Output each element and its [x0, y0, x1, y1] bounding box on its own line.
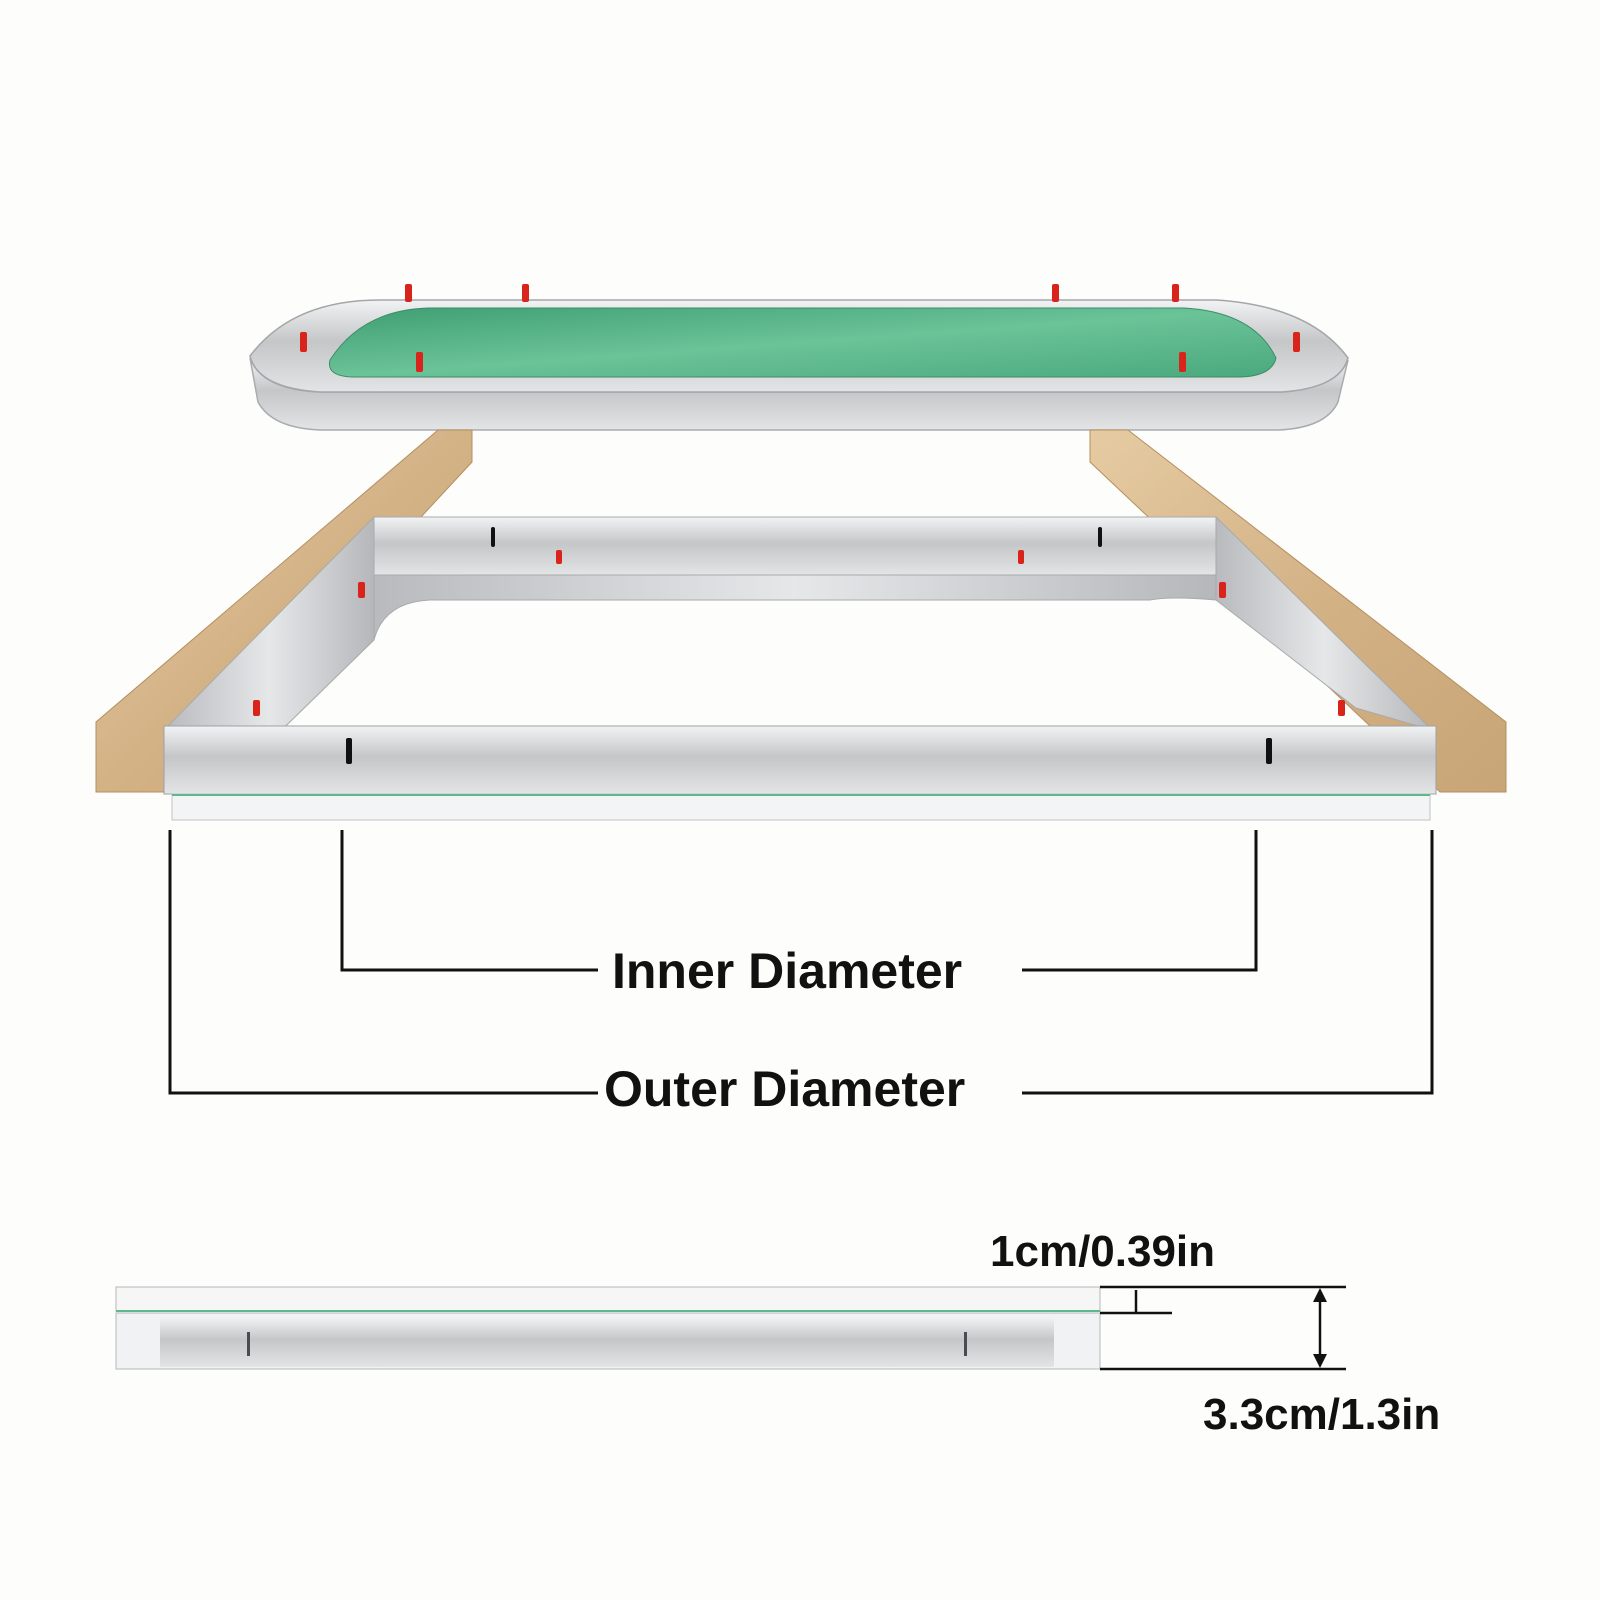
peg	[416, 352, 423, 372]
profile-body-inset	[160, 1317, 1054, 1367]
lid-felt-surface	[328, 307, 1277, 378]
lid-pegs	[300, 284, 1300, 372]
slot	[247, 1332, 250, 1356]
outer-diameter-label: Outer Diameter	[604, 1061, 966, 1117]
peg	[1052, 284, 1059, 302]
peg	[1219, 582, 1226, 598]
inner-diameter-right-bracket	[1022, 830, 1258, 972]
base-frame	[163, 515, 1437, 821]
dimension-lines	[168, 830, 1434, 1095]
peg	[1179, 352, 1186, 372]
height-arrow-up	[1313, 1288, 1327, 1302]
frame-back-wall	[373, 516, 1217, 576]
frame-pegs	[253, 550, 1345, 716]
frame-slots	[346, 527, 1272, 764]
frame-right-wall	[1215, 515, 1433, 731]
peg	[358, 582, 365, 598]
peg	[253, 700, 260, 716]
outer-diameter-right-bracket	[1022, 830, 1434, 1095]
frame-height-label: 3.3cm/1.3in	[1203, 1390, 1441, 1439]
peg	[556, 550, 562, 564]
peg	[1293, 332, 1300, 352]
peg	[405, 284, 412, 302]
peg	[300, 332, 307, 352]
lip-thickness-label: 1cm/0.39in	[990, 1227, 1216, 1276]
height-arrow-down	[1313, 1354, 1327, 1368]
profile-lip	[115, 1286, 1101, 1312]
inner-diameter-label: Inner Diameter	[612, 943, 963, 999]
outer-diameter-left-bracket	[168, 830, 598, 1095]
slot	[1266, 738, 1272, 764]
slot	[1098, 527, 1102, 547]
peg	[1172, 284, 1179, 302]
slot	[964, 1332, 967, 1356]
peg	[1018, 550, 1024, 564]
frame-front-wall	[163, 725, 1437, 795]
profile-dimensions	[1100, 1285, 1346, 1371]
frame-front-bottom-strip	[171, 793, 1431, 821]
peg	[1338, 700, 1345, 716]
slot	[491, 527, 495, 547]
peg	[522, 284, 529, 302]
side-profile	[115, 1286, 1101, 1370]
slot	[346, 738, 352, 764]
top-lid-tray	[249, 284, 1349, 431]
inner-diameter-left-bracket	[340, 830, 598, 972]
frame-inner-curve	[373, 574, 1217, 641]
